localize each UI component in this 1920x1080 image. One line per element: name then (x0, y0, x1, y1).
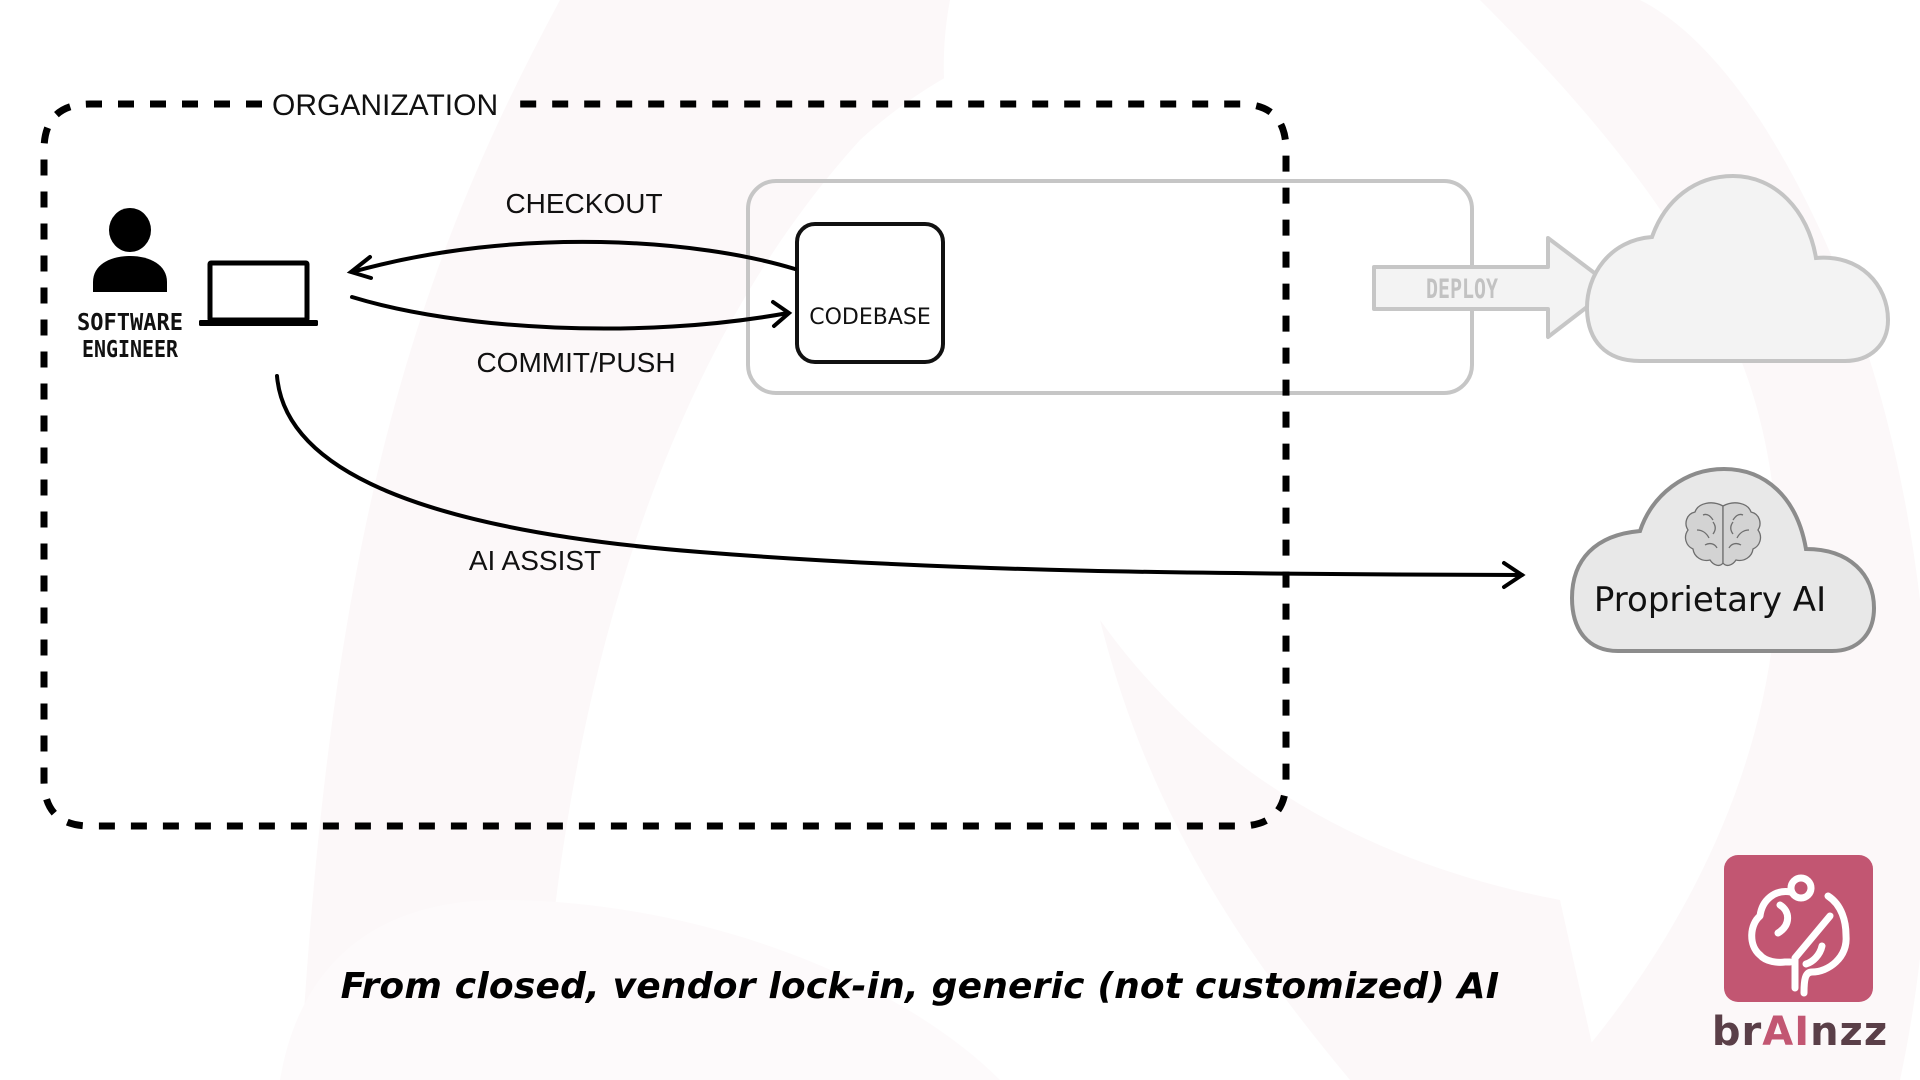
brand-name-highlight: AI (1762, 1009, 1811, 1055)
proprietary-ai-label: Proprietary AI (1594, 580, 1826, 620)
codebase-box[interactable] (795, 222, 945, 364)
deploy-arrow (1372, 236, 1615, 339)
codebase-label: CODEBASE (809, 305, 931, 330)
cloud-icon (1584, 173, 1891, 363)
checkout-arrow (346, 239, 797, 280)
engineer-label: ENGINEER (82, 337, 178, 363)
ai-assist-label: AI ASSIST (469, 545, 601, 576)
commit-push-arrow (350, 295, 793, 331)
commit-push-label: COMMIT/PUSH (476, 347, 675, 378)
person-icon (93, 208, 167, 292)
slide-caption: From closed, vendor lock-in, generic (no… (340, 966, 1500, 1007)
checkout-label: CHECKOUT (505, 188, 662, 219)
software-label: SOFTWARE (77, 310, 183, 336)
brain-logo-icon (1724, 855, 1873, 1002)
deploy-label: DEPLOY (1426, 274, 1499, 305)
brain-icon (1684, 502, 1762, 567)
laptop-icon[interactable] (199, 260, 318, 326)
organization-boundary (40, 100, 1290, 830)
brand-wordmark: brAInzz (1690, 1008, 1910, 1056)
organization-label: ORGANIZATION (272, 89, 498, 122)
brand-name-suffix: nzz (1810, 1009, 1889, 1055)
ai-assist-arrow (275, 374, 1526, 589)
brand-name-prefix: br (1711, 1009, 1763, 1055)
